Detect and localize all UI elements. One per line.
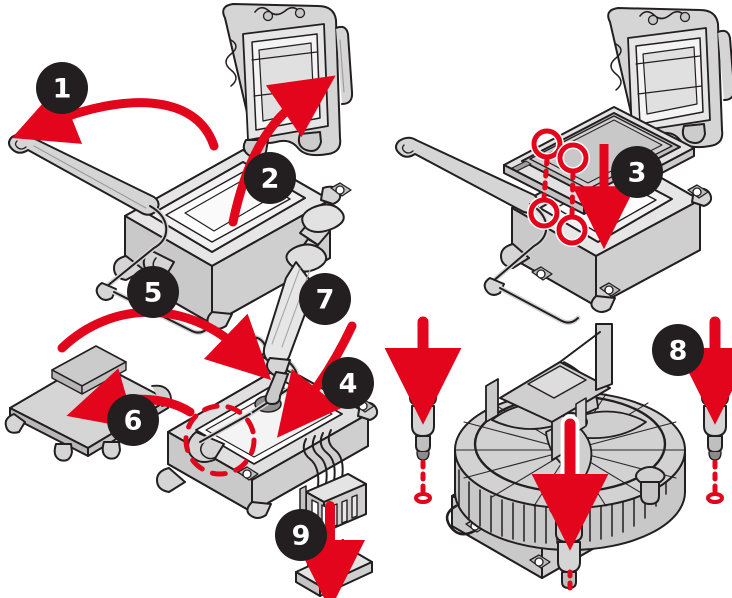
panel-install-cpu — [395, 7, 732, 326]
step-badge-6: 6 — [107, 394, 159, 446]
panel-mount-cooler — [384, 316, 732, 591]
step-badge-label: 9 — [292, 521, 311, 552]
step-badge-8: 8 — [652, 324, 704, 376]
step-badge-label: 1 — [53, 74, 72, 105]
step-badge-circle — [275, 509, 327, 561]
step-badge-7: 7 — [299, 273, 351, 325]
lever-latch-highlight — [183, 403, 257, 477]
step-badge-circle — [299, 273, 351, 325]
step-badge-1: 1 — [36, 62, 88, 114]
step-badge-2: 2 — [244, 152, 296, 204]
panel-fan-connector — [295, 429, 373, 598]
step-badges: 1 2 3 4 5 6 7 8 9 — [36, 62, 704, 561]
load-plate — [607, 7, 732, 152]
step-badge-9: 9 — [275, 509, 327, 561]
step-badge-circle — [127, 266, 179, 318]
step-badge-circle — [107, 394, 159, 446]
step-badge-3: 3 — [611, 146, 663, 198]
step-badge-circle — [322, 357, 374, 409]
step-1-arrow — [11, 85, 219, 151]
load-lever — [395, 136, 581, 326]
step-badge-label: 8 — [669, 336, 688, 367]
step-badge-circle — [611, 146, 663, 198]
step-badge-circle — [36, 62, 88, 114]
step-2-arrow — [228, 75, 336, 227]
step-badge-label: 3 — [628, 158, 647, 189]
panel-close-socket — [4, 203, 379, 519]
step-badge-label: 7 — [316, 285, 335, 316]
step-badge-circle — [652, 324, 704, 376]
step-badge-5: 5 — [127, 266, 179, 318]
step-badge-4: 4 — [322, 357, 374, 409]
step-badge-circle — [244, 152, 296, 204]
step-badge-label: 2 — [261, 164, 280, 195]
step-badge-label: 5 — [144, 278, 163, 309]
step-badge-label: 4 — [339, 369, 358, 400]
cpu-alignment-notch-marker — [527, 127, 590, 247]
load-plate — [222, 3, 354, 160]
step-badge-label: 6 — [124, 406, 143, 437]
